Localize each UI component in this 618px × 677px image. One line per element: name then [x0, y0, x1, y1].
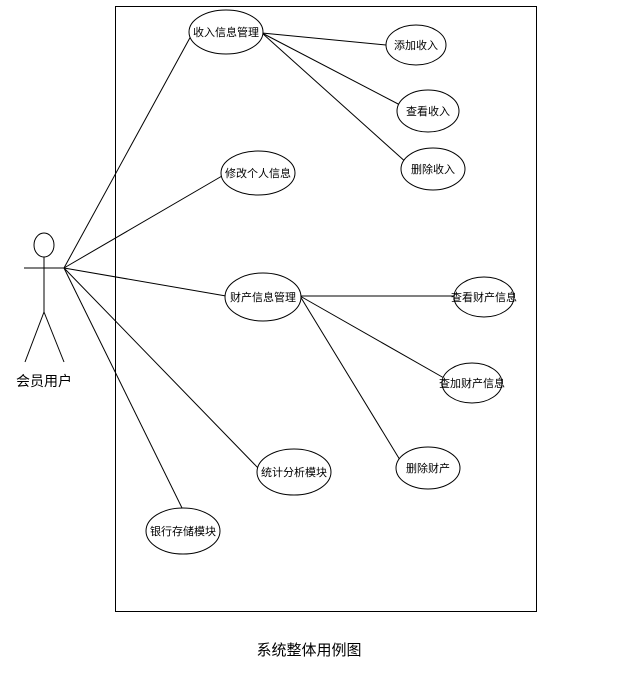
property-sub-lines — [299, 295, 455, 461]
label-bank-storage: 银行存储模块 — [150, 524, 216, 538]
usecase-add-income[interactable] — [385, 24, 447, 66]
usecase-property-mgmt[interactable] — [224, 272, 302, 322]
line-property-add — [299, 295, 445, 379]
label-income-mgmt: 收入信息管理 — [193, 25, 259, 39]
usecase-view-income[interactable] — [396, 89, 460, 133]
line-actor-bank-storage — [63, 267, 185, 513]
line-actor-income-mgmt — [63, 33, 193, 269]
line-property-delete — [299, 295, 401, 461]
usecase-view-property[interactable] — [453, 276, 515, 318]
label-view-income: 查看收入 — [406, 104, 450, 118]
usecase-edit-profile[interactable] — [220, 150, 296, 196]
label-statistics: 统计分析模块 — [261, 465, 327, 479]
actor-associations — [63, 33, 261, 513]
usecase-statistics[interactable] — [256, 448, 332, 496]
usecase-delete-income[interactable] — [400, 147, 466, 191]
actor-left-leg — [24, 311, 45, 363]
label-view-property: 查看财产信息 — [451, 290, 517, 304]
actor-member-user — [24, 232, 65, 363]
label-edit-profile: 修改个人信息 — [225, 166, 291, 180]
actor-label: 会员用户 — [16, 373, 72, 390]
label-delete-property: 删除财产 — [406, 461, 450, 475]
label-delete-income: 删除收入 — [411, 162, 455, 176]
actor-head — [33, 232, 55, 258]
label-add-income: 添加收入 — [394, 38, 438, 52]
line-actor-edit-profile — [63, 175, 223, 269]
line-income-delete — [261, 32, 409, 165]
usecase-delete-property[interactable] — [395, 446, 461, 490]
line-actor-statistics — [63, 267, 261, 471]
line-income-view — [261, 32, 403, 107]
usecase-bank-storage[interactable] — [145, 507, 221, 555]
use-case-labels: 收入信息管理 添加收入 查看收入 删除收入 修改个人信息 财产信息管理 查看财产… — [150, 25, 517, 538]
label-property-mgmt: 财产信息管理 — [230, 290, 296, 304]
usecase-add-property[interactable] — [441, 362, 503, 404]
actor-right-leg — [43, 311, 65, 363]
usecase-income-mgmt[interactable] — [188, 9, 264, 55]
income-sub-lines — [261, 32, 409, 165]
label-add-property: 查加财产信息 — [439, 376, 505, 390]
line-actor-property-mgmt — [63, 267, 227, 297]
use-cases — [145, 9, 515, 555]
diagram-caption: 系统整体用例图 — [256, 641, 362, 659]
line-income-add — [261, 32, 387, 46]
system-boundary — [115, 6, 537, 612]
